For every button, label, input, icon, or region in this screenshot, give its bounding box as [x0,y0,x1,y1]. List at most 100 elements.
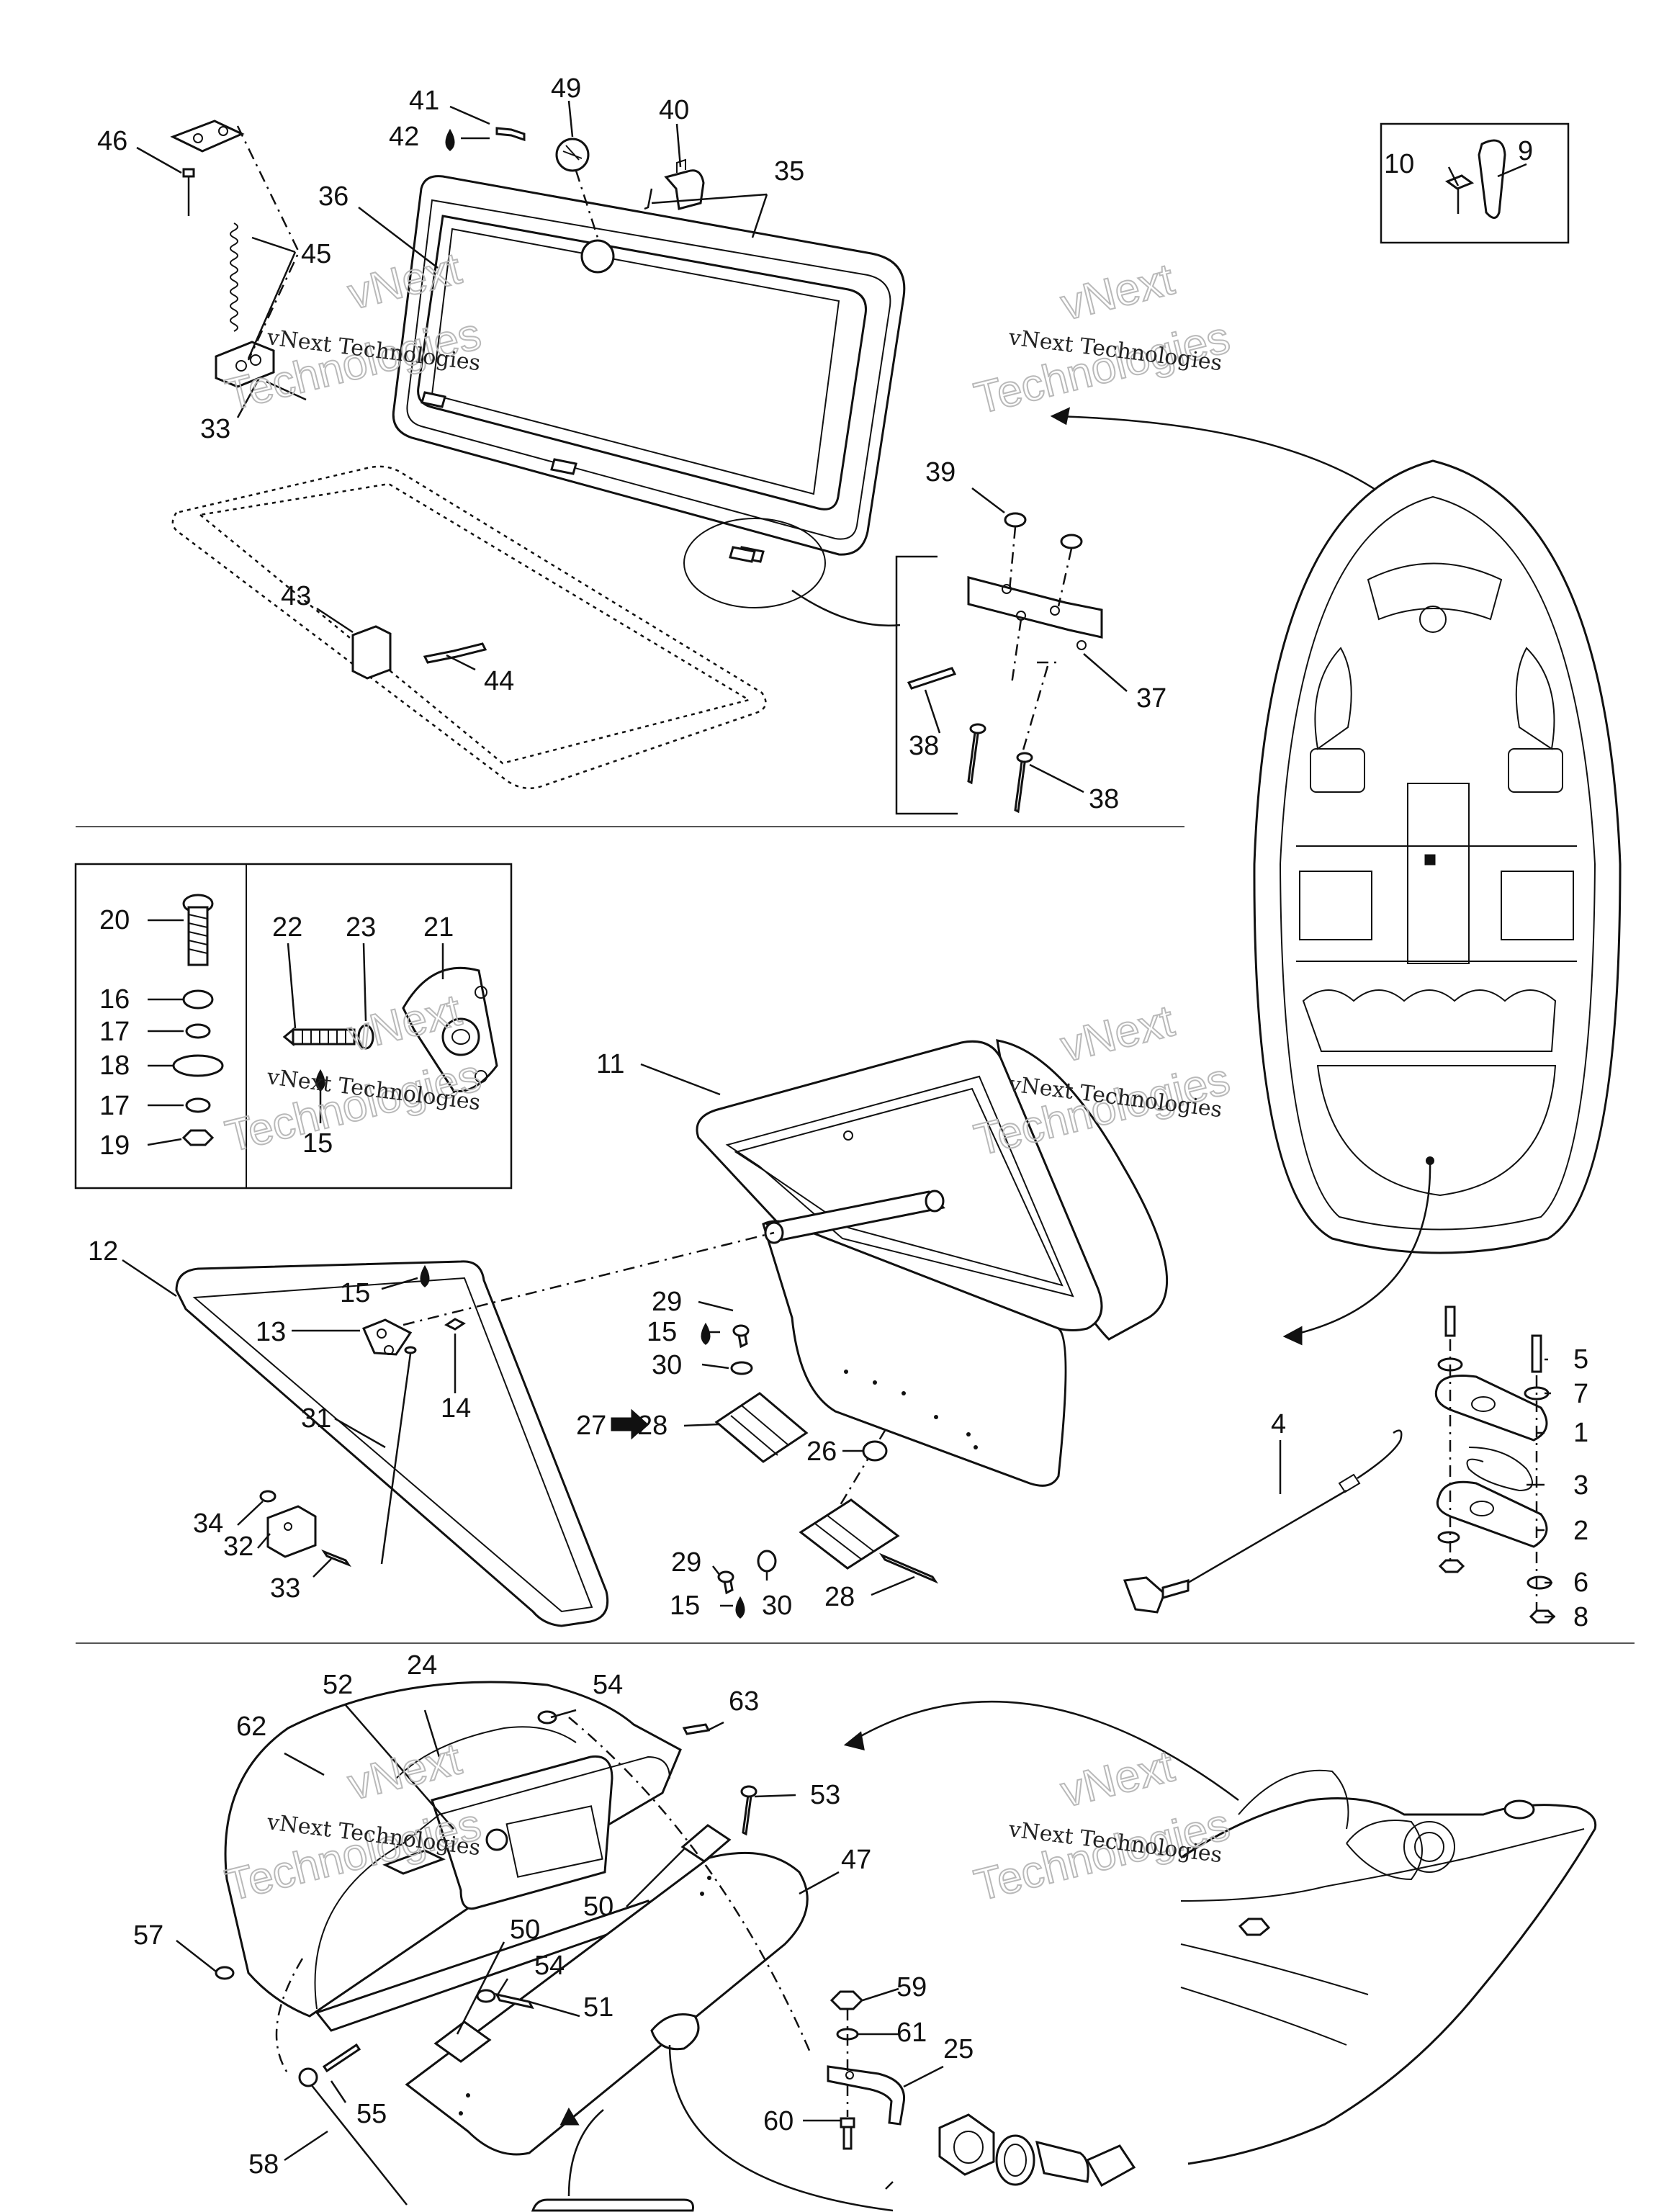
callout-c2: 2 [1573,1516,1588,1546]
callout-c8: 8 [1573,1602,1588,1632]
callout-c33b: 33 [270,1573,300,1604]
callout-c27: 27 [576,1411,606,1441]
latch-bracket [351,625,487,680]
storage-compartment [696,1039,1169,1487]
callout-c12: 12 [88,1236,118,1267]
callout-c37: 37 [1136,683,1166,714]
callout-c15c: 15 [647,1317,677,1347]
callout-c55: 55 [356,2099,387,2129]
callout-c11: 11 [596,1049,624,1079]
boat-side-view [1180,1769,1597,2165]
callout-c14: 14 [441,1393,471,1424]
lid-hardware [215,1710,811,2206]
callout-c20: 20 [99,905,130,935]
callout-c16: 16 [99,984,130,1015]
callout-c44: 44 [484,666,514,696]
hardware-detail-box [74,863,513,1190]
brand-logo-bar [531,2198,694,2212]
watermark-big: vNext [1056,996,1179,1071]
hinge-bracket [362,1264,466,1565]
callout-c15a: 15 [302,1128,333,1159]
accessory-box [1380,122,1570,244]
callout-c33a: 33 [200,414,230,444]
callout-c34: 34 [193,1509,223,1539]
callout-c4: 4 [1271,1409,1286,1439]
callout-c58: 58 [248,2149,279,2180]
callout-c17b: 17 [99,1091,130,1121]
release-cable [1123,1429,1403,1614]
callout-c21: 21 [423,912,454,943]
callout-c54b: 54 [534,1951,565,1981]
hull-top-view [1253,459,1622,1254]
callout-c15b: 15 [340,1278,370,1308]
callout-c31: 31 [301,1403,331,1434]
callout-c60: 60 [763,2106,793,2136]
callout-c41: 41 [409,86,439,116]
callout-c9: 9 [1518,136,1533,166]
gasket-frame [175,1260,609,1627]
callout-c6: 6 [1573,1568,1588,1598]
callout-c38a: 38 [909,731,939,761]
hinge-set [701,1322,939,1619]
callout-c47: 47 [841,1845,871,1875]
watermark-big: vNext [1056,254,1179,330]
callout-c25: 25 [943,2034,974,2064]
latch-detail-box [895,512,1103,815]
callout-c36: 36 [318,181,349,212]
callout-c35: 35 [774,156,804,186]
callout-c19: 19 [99,1130,130,1161]
lock-assembly [885,2113,1136,2190]
callout-c32: 32 [223,1532,253,1562]
arrow-boat-to-glovebox [849,1700,1239,1802]
callout-c5: 5 [1573,1344,1588,1375]
arrow-right-icon [611,1408,649,1440]
callout-c63: 63 [729,1686,759,1717]
callout-c49: 49 [551,73,581,104]
callout-c23: 23 [346,912,376,943]
callout-c50a: 50 [583,1892,613,1922]
arrow-hull-to-storage [1288,1160,1431,1337]
callout-c7: 7 [1573,1379,1588,1409]
latch-plate [827,1990,906,2150]
callout-c22: 22 [272,912,302,943]
hatch-opening-outline [171,465,767,790]
callout-c17a: 17 [99,1017,130,1047]
callout-c57: 57 [133,1920,163,1951]
callout-c13: 13 [256,1317,286,1347]
callout-c3: 3 [1573,1470,1588,1501]
leader-lines [122,100,1555,2162]
glove-box-lid [405,1824,809,2156]
callout-c26: 26 [806,1437,837,1467]
detail-magnifier [683,518,826,608]
hatch-cover-assembly [392,175,906,563]
callout-c61: 61 [896,2018,927,2048]
callout-c45: 45 [301,239,331,269]
arrow-lid-to-lock [668,2044,894,2212]
callout-c46: 46 [97,126,127,156]
callout-c50b: 50 [510,1915,540,1945]
callout-c54a: 54 [593,1670,623,1700]
sealant-drop-icon [445,128,455,151]
callout-c30b: 30 [762,1591,792,1621]
callout-c24: 24 [407,1650,437,1681]
callout-c38b: 38 [1089,784,1119,814]
spring-assembly [170,120,307,401]
callout-c53: 53 [810,1780,840,1810]
callout-c39: 39 [925,457,956,487]
glove-box-assembly [224,1681,682,2032]
callout-c10: 10 [1384,149,1414,179]
mounting-plates [1434,1305,1556,1624]
callout-c30a: 30 [652,1350,682,1380]
callout-c40: 40 [659,95,689,125]
callout-c62: 62 [236,1712,266,1742]
callout-c43: 43 [281,581,311,611]
callout-c1: 1 [1573,1418,1588,1448]
callout-c18: 18 [99,1051,130,1081]
callout-c51: 51 [583,1992,613,2023]
callout-c59: 59 [896,1972,927,2002]
callout-c15d: 15 [670,1591,700,1621]
callout-c52: 52 [323,1670,353,1700]
callout-c29b: 29 [671,1547,701,1578]
